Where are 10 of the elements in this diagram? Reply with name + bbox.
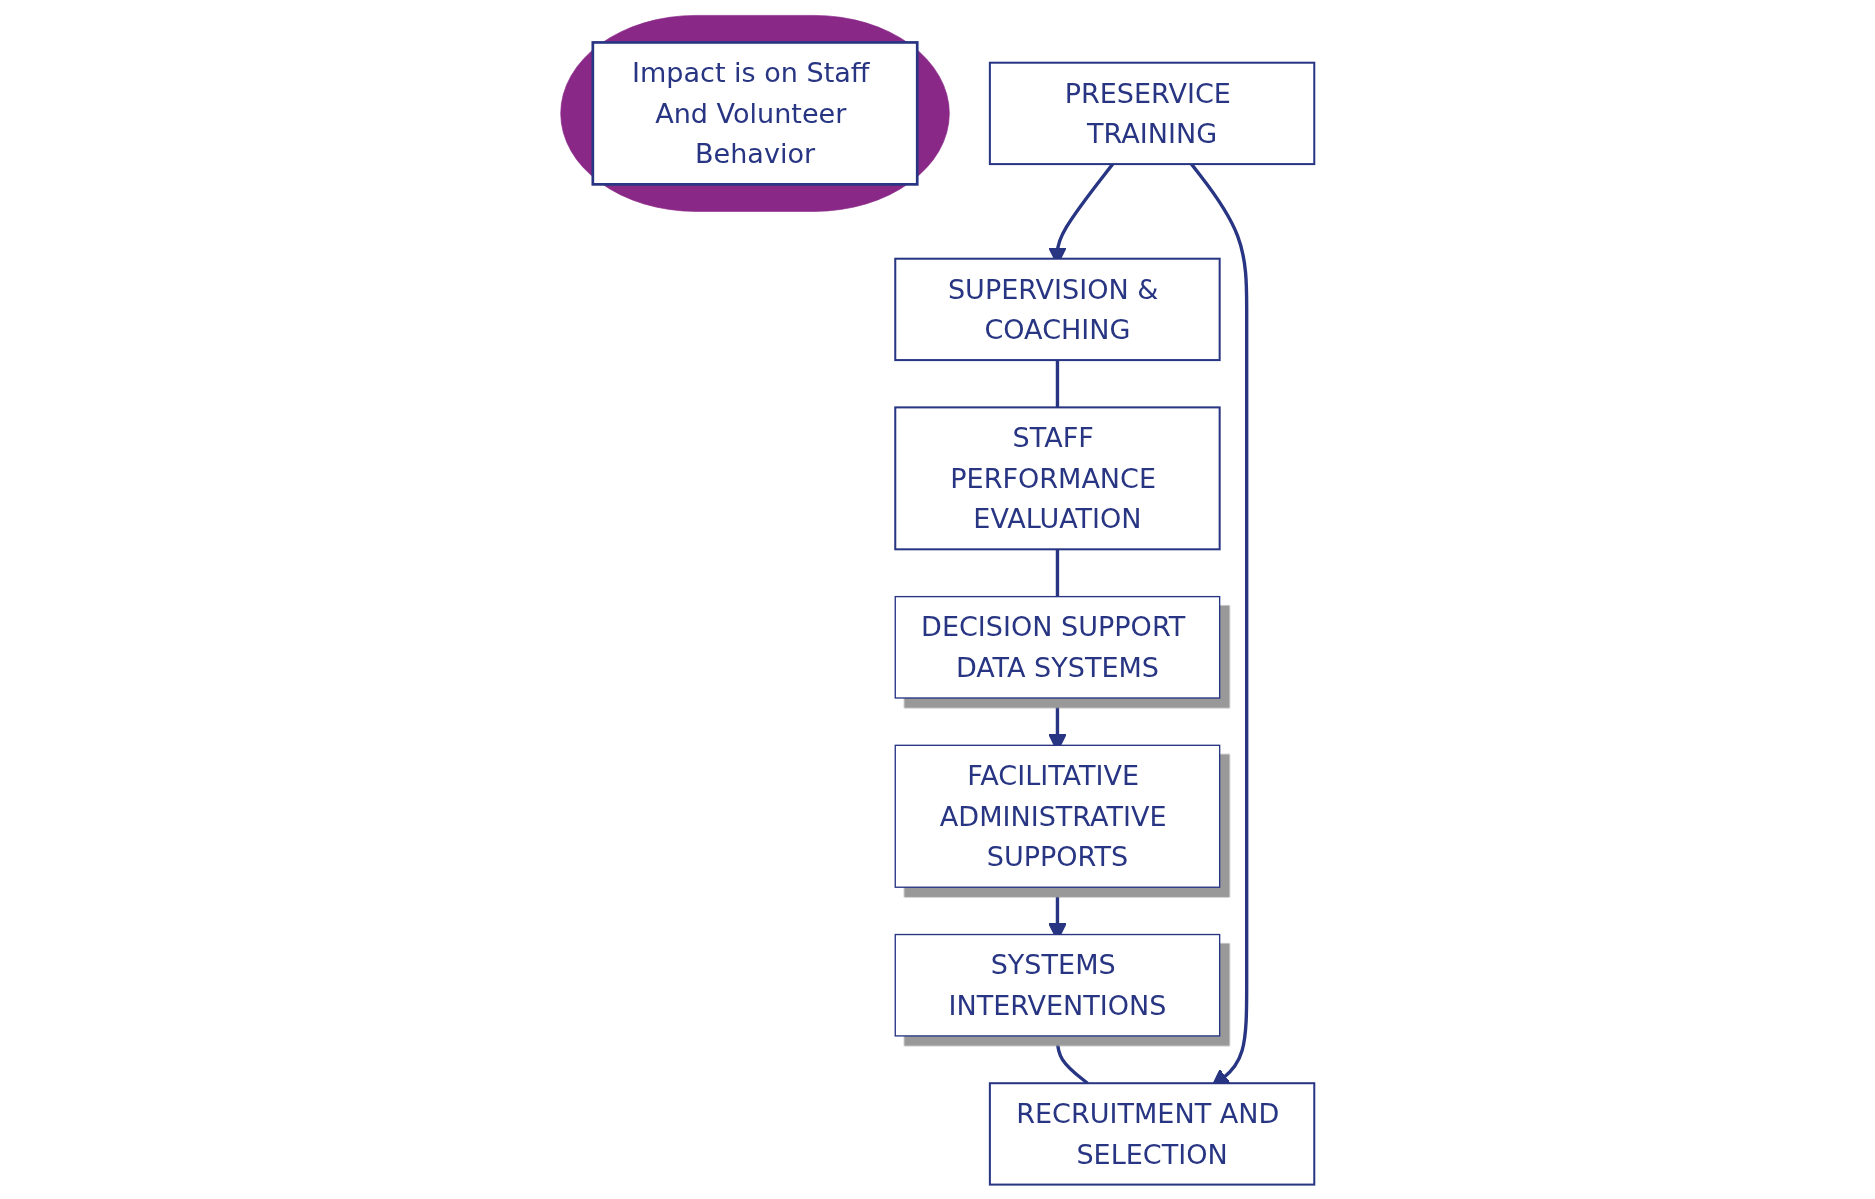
node-box: STAFF PERFORMANCE EVALUATION xyxy=(894,405,1221,550)
node-box: SUPERVISION & COACHING xyxy=(894,257,1221,361)
node-box: DECISION SUPPORT DATA SYSTEMS xyxy=(894,595,1221,699)
connector xyxy=(1055,548,1060,597)
node-box: FACILITATIVE ADMINISTRATIVE SUPPORTS xyxy=(894,744,1221,888)
node-box: PRESERVICE TRAINING xyxy=(988,61,1316,165)
connector xyxy=(1055,359,1060,407)
node-box: RECRUITMENT AND SELECTION xyxy=(988,1081,1316,1186)
node-box: Impact is on Staff And Volunteer Behavior xyxy=(591,40,919,186)
node-box: SYSTEMS INTERVENTIONS xyxy=(894,933,1221,1037)
